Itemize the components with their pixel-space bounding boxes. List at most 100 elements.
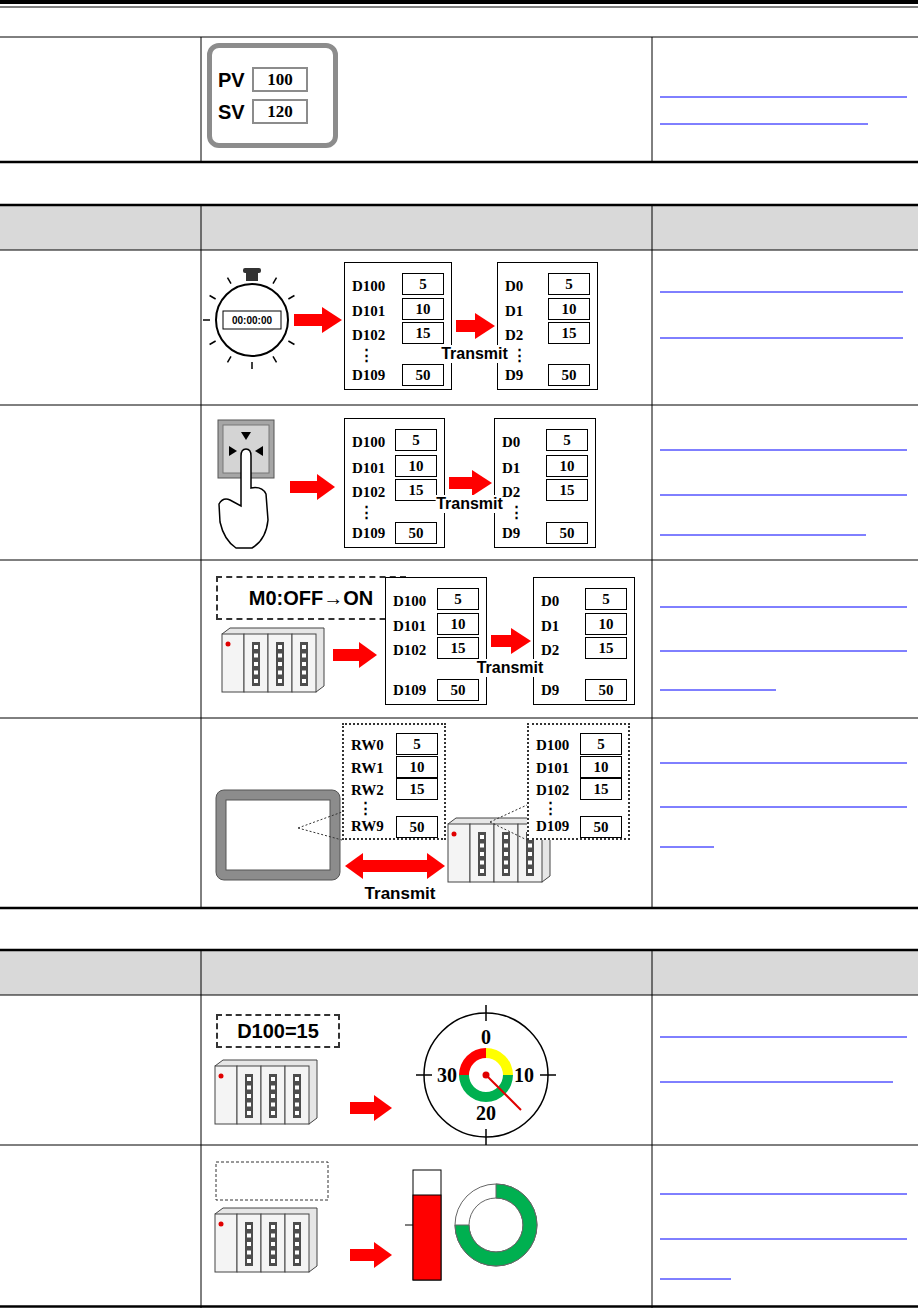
gauge-zone: [459, 1048, 486, 1075]
register-name: D109: [352, 523, 385, 543]
register-panel: D0D1D2⋮D95101550: [494, 418, 596, 548]
text-holder: D9: [502, 523, 520, 543]
arrow-label: Transmit: [365, 885, 436, 902]
text-holder: SV: [218, 100, 245, 124]
link-underline: [660, 292, 903, 293]
stopwatch-tick: [288, 296, 294, 300]
io-point: [278, 654, 282, 658]
value-text: 15: [562, 325, 577, 342]
io-point: [271, 1234, 275, 1238]
table-rule: [0, 405, 918, 406]
bar-fill: [413, 1195, 441, 1280]
io-point: [528, 869, 532, 873]
table-rule: [0, 907, 918, 910]
value-text: 10: [409, 458, 424, 475]
link-underline: [660, 535, 866, 536]
text-holder: 50: [562, 367, 577, 384]
io-point: [528, 861, 532, 865]
arrow-shaft: [333, 649, 359, 661]
value-text: 5: [597, 736, 605, 753]
register-callout: D100D101D102⋮D1095101550: [527, 723, 630, 840]
text-holder: D1: [502, 458, 520, 478]
text-holder: RW0: [351, 735, 384, 755]
stopwatch-tick: [273, 356, 277, 362]
stopwatch-tick: [228, 356, 232, 362]
io-strip: [269, 1074, 277, 1118]
value-box: 50: [396, 816, 438, 838]
value-box: 5: [395, 429, 437, 451]
value-box: 50: [585, 679, 627, 701]
screen-label: PV: [218, 68, 245, 92]
table-rule: [0, 560, 918, 561]
register-name: D9: [541, 680, 559, 700]
value-text: 50: [410, 819, 425, 836]
link-underline: [660, 807, 907, 808]
value-box: 50: [546, 522, 588, 544]
link-underline: [660, 495, 907, 496]
text-holder: 30: [437, 1065, 457, 1085]
io-point: [247, 1103, 251, 1107]
value-box: 5: [548, 273, 590, 295]
link-underline: [660, 124, 868, 125]
text-holder: D109: [536, 816, 569, 836]
io-strip: [502, 832, 510, 876]
io-point: [504, 869, 508, 873]
rack-module: [215, 1214, 237, 1272]
io-strip: [245, 1222, 253, 1266]
rack-module: [215, 1066, 237, 1124]
link-underline: [660, 1082, 893, 1083]
gauge-scale: 10: [514, 1065, 534, 1085]
arrow-head: [427, 853, 445, 879]
io-strip: [300, 642, 308, 686]
value-box: 15: [585, 637, 627, 659]
rack-module: [268, 634, 292, 692]
red-arrow: [345, 853, 445, 879]
text-holder: D102: [393, 640, 426, 660]
register-name: ⋮: [359, 502, 374, 522]
text-holder: Transmit: [440, 345, 509, 363]
io-point: [504, 844, 508, 848]
io-strip: [276, 642, 284, 686]
register-name: D101: [536, 758, 569, 778]
text-holder: D100: [352, 432, 385, 452]
register-name: RW0: [351, 735, 384, 755]
register-name: D0: [541, 591, 559, 611]
text-holder: D100: [393, 591, 426, 611]
register-name: D2: [505, 325, 523, 345]
plc-rack: [215, 1208, 317, 1272]
rack-module: [285, 1214, 309, 1272]
red-arrow: [449, 477, 472, 489]
table-rule: [0, 161, 918, 164]
text-holder: 5: [412, 432, 420, 449]
gauge-tick: [485, 1129, 487, 1145]
io-point: [504, 835, 508, 839]
io-point: [271, 1077, 275, 1081]
link-underline: [660, 97, 907, 98]
leader-line: [490, 805, 527, 822]
table-rule: [0, 949, 918, 952]
value-box: 5: [437, 588, 479, 610]
text-holder: ⋮: [359, 502, 374, 522]
io-point: [271, 1225, 275, 1229]
text-holder: 5: [454, 591, 462, 608]
value-box: 100: [252, 67, 308, 92]
arrow-head: [317, 474, 335, 500]
plc-rack: [215, 1060, 317, 1124]
text-holder: 50: [409, 525, 424, 542]
hmi-screen: [226, 800, 330, 870]
text-holder: 5: [602, 591, 610, 608]
stopwatch-tick: [251, 362, 253, 369]
leader-line: [298, 812, 342, 828]
text-holder: D2: [541, 640, 559, 660]
io-point: [295, 1259, 299, 1263]
empty-callout: [216, 1162, 328, 1200]
arrow-shaft: [350, 1102, 374, 1114]
value-text: 5: [563, 432, 571, 449]
io-point: [295, 1086, 299, 1090]
text-holder: D100: [352, 276, 385, 296]
value-text: 100: [267, 70, 293, 90]
value-box: 15: [580, 778, 622, 800]
io-strip: [478, 832, 486, 876]
text-holder: 20: [476, 1103, 496, 1123]
red-arrow: [456, 320, 475, 332]
